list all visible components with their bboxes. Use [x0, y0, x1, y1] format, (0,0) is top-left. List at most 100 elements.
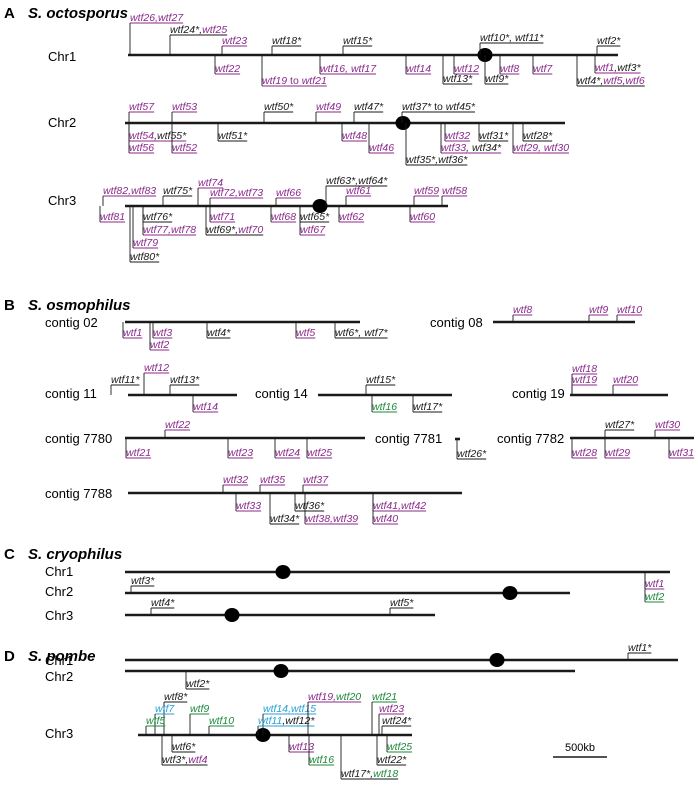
- gene-name: wtf61: [346, 185, 371, 197]
- gene-name: ,: [154, 130, 157, 142]
- gene-name: ,: [333, 691, 336, 703]
- gene-label: wtf63*,wtf64*: [326, 175, 388, 187]
- gene-label: wtf18*: [272, 35, 302, 47]
- gene-name: wtf2: [150, 339, 169, 351]
- chromosome-label: contig 19: [512, 386, 565, 401]
- gene-name: wtf58: [442, 185, 467, 197]
- gene-label-group: wtf31: [668, 438, 695, 459]
- gene-label-group: wtf21: [125, 438, 152, 459]
- gene-label-group: wtf13: [288, 735, 314, 753]
- gene-label-group: wtf24*,wtf25: [169, 24, 227, 55]
- gene-name: wtf76*: [143, 211, 173, 223]
- gene-name: ,: [168, 224, 171, 236]
- panel-species-title: S. osmophilus: [28, 297, 131, 314]
- gene-label: wtf37: [303, 474, 329, 486]
- gene-label: wtf23: [222, 35, 247, 47]
- gene-label-group: wtf53: [171, 101, 197, 123]
- gene-name: wtf57: [129, 101, 155, 113]
- gene-name: wtf51*: [218, 130, 248, 142]
- gene-label: wtf16: [372, 401, 397, 413]
- gene-label: wtf11,wtf12*: [258, 715, 315, 727]
- gene-name: wtf25: [387, 741, 412, 753]
- gene-label: wtf77,wtf78: [143, 224, 196, 236]
- gene-label: wtf13*: [170, 374, 200, 386]
- gene-name: wtf13*: [170, 374, 200, 386]
- gene-name: wtf36*: [438, 154, 468, 166]
- gene-label: wtf71: [210, 211, 235, 223]
- gene-name: wtf8*: [164, 691, 188, 703]
- gene-name: wtf60: [410, 211, 435, 223]
- gene-label-group: wtf18*: [271, 35, 302, 55]
- gene-label: wtf36*: [295, 500, 325, 512]
- gene-label-group: wtf3*,wtf4: [161, 735, 208, 766]
- gene-label-group: wtf26*: [456, 439, 487, 460]
- chromosome-label: contig 7782: [497, 431, 564, 446]
- gene-name: wtf38: [305, 513, 330, 525]
- gene-label-group: wtf19 to wtf21: [261, 55, 327, 87]
- gene-name: wtf25: [202, 24, 227, 36]
- gene-name: wtf14: [263, 703, 288, 715]
- gene-label-group: wtf22: [214, 55, 240, 75]
- gene-label: wtf23: [228, 447, 253, 459]
- gene-name: wtf26: [130, 12, 155, 24]
- panel-species-title: S. pombe: [28, 648, 96, 665]
- gene-label: wtf10: [209, 715, 234, 727]
- gene-label: wtf60: [410, 211, 435, 223]
- gene-name: wtf16: [320, 63, 345, 75]
- gene-label: wtf17*,wtf18: [341, 768, 398, 780]
- gene-name: wtf8: [500, 63, 519, 75]
- gene-label: wtf66: [276, 187, 301, 199]
- gene-name: wtf27: [158, 12, 184, 24]
- gene-name: wtf7: [155, 703, 175, 715]
- gene-name: wtf68: [271, 211, 296, 223]
- gene-label: wtf19,wtf20: [308, 691, 361, 703]
- gene-name: wtf17*: [341, 768, 371, 780]
- gene-label: wtf12: [144, 362, 169, 374]
- chromosome-label: Chr2: [48, 115, 76, 130]
- panel-letter: B: [4, 297, 15, 314]
- gene-label: wtf8*: [164, 691, 188, 703]
- gene-name: wtf48: [342, 130, 367, 142]
- gene-label-group: wtf33, wtf34*: [440, 123, 502, 154]
- gene-label-group: wtf5: [145, 715, 165, 735]
- gene-label: wtf22: [215, 63, 240, 75]
- gene-label-group: wtf41,wtf42: [372, 493, 426, 512]
- gene-label-group: wtf14: [192, 395, 218, 413]
- gene-name: wtf12*: [285, 715, 315, 727]
- gene-label: wtf33: [236, 500, 261, 512]
- gene-name: wtf78: [171, 224, 196, 236]
- chromosome-label: Chr1: [45, 564, 73, 579]
- chromosome-label: contig 02: [45, 315, 98, 330]
- gene-label-group: wtf13*: [442, 55, 473, 85]
- gene-name: wtf5: [146, 715, 165, 727]
- gene-name: wtf7: [533, 63, 553, 75]
- gene-label-group: wtf1: [122, 322, 143, 339]
- gene-label: wtf14,wtf15: [263, 703, 316, 715]
- gene-label: wtf79: [133, 237, 158, 249]
- gene-label: wtf52: [172, 142, 197, 154]
- gene-label: wtf26*: [457, 448, 487, 460]
- gene-label-group: wtf36*: [294, 493, 325, 512]
- gene-label-group: wtf56: [128, 123, 154, 154]
- gene-name: wtf47*: [354, 101, 384, 113]
- gene-name: wtf29: [605, 447, 630, 459]
- gene-name: ,: [330, 513, 333, 525]
- gene-name: ,: [614, 62, 617, 74]
- gene-label-group: wtf38,wtf39: [304, 493, 358, 525]
- chromosome-label: Chr2: [45, 669, 73, 684]
- gene-label: wtf4*,wtf5,wtf6: [577, 75, 645, 87]
- gene-name: wtf14: [406, 63, 431, 75]
- gene-name: wtf25: [307, 447, 332, 459]
- gene-label: wtf46: [369, 142, 394, 154]
- panel-species-title: S. octosporus: [28, 5, 128, 22]
- gene-label-group: wtf29, wtf30: [512, 123, 569, 154]
- gene-label-group: wtf46: [368, 123, 394, 154]
- gene-name: wtf77: [143, 224, 169, 236]
- gene-label-group: wtf66: [275, 187, 301, 206]
- gene-name: wtf27*: [605, 419, 635, 431]
- gene-label: wtf29, wtf30: [513, 142, 569, 154]
- gene-label-group: wtf16: [308, 735, 334, 766]
- gene-name: wtf4*: [151, 597, 175, 609]
- gene-label-group: wtf9*: [484, 55, 509, 85]
- gene-label-group: wtf12: [453, 55, 479, 75]
